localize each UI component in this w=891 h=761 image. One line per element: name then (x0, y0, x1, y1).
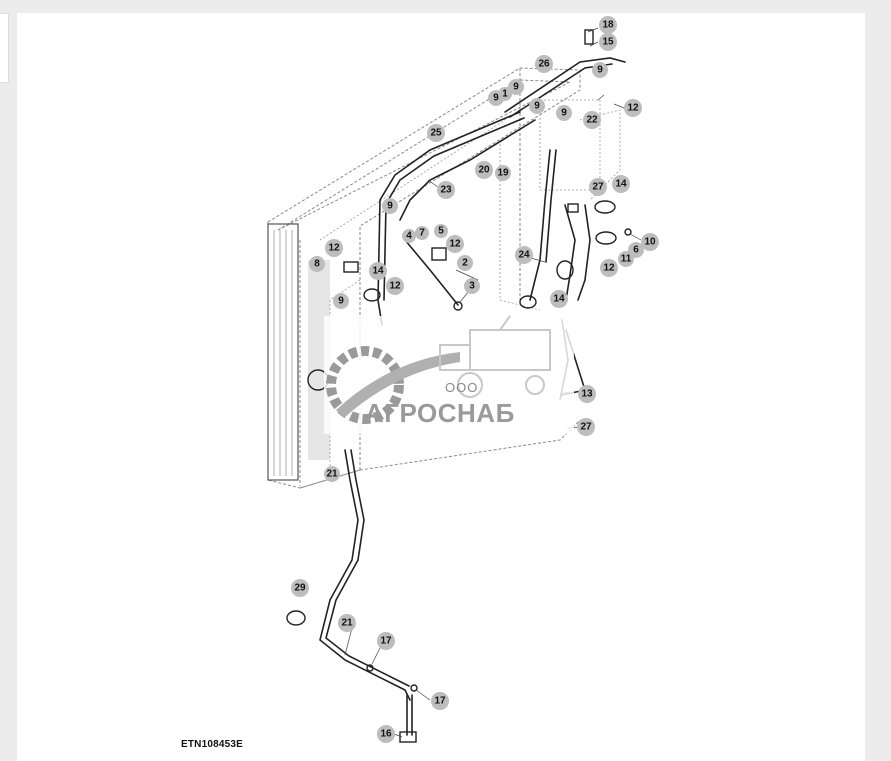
callout: 17 (431, 692, 449, 710)
callout: 9 (382, 198, 398, 214)
callout: 5 (434, 224, 448, 238)
callout: 16 (377, 725, 395, 743)
svg-text:9: 9 (338, 296, 344, 307)
svg-text:15: 15 (602, 37, 614, 48)
svg-text:21: 21 (326, 469, 338, 480)
svg-text:19: 19 (497, 168, 509, 179)
svg-text:9: 9 (387, 201, 393, 212)
svg-text:14: 14 (372, 266, 384, 277)
callout: 3 (464, 278, 480, 294)
callout: 22 (583, 111, 601, 129)
callout: 17 (377, 632, 395, 650)
callout: 12 (600, 259, 618, 277)
callout: 1 (498, 87, 512, 101)
svg-text:4: 4 (406, 231, 412, 242)
callout: 29 (291, 579, 309, 597)
svg-text:9: 9 (561, 108, 567, 119)
callout: 11 (618, 251, 634, 267)
svg-text:7: 7 (419, 228, 425, 239)
svg-text:12: 12 (603, 263, 615, 274)
svg-text:1: 1 (502, 89, 508, 100)
svg-text:20: 20 (478, 165, 490, 176)
callout: 9 (592, 62, 608, 78)
callout: 27 (589, 178, 607, 196)
svg-text:12: 12 (449, 239, 461, 250)
callout: 4 (402, 229, 416, 243)
callout: 21 (324, 466, 340, 482)
callout: 12 (325, 239, 343, 257)
svg-text:12: 12 (627, 103, 639, 114)
callout: 20 (475, 161, 493, 179)
callout: 12 (386, 277, 404, 295)
callout: 10 (641, 233, 659, 251)
callout: 26 (535, 55, 553, 73)
watermark-name: АГРОСНАБ (365, 398, 515, 428)
svg-text:10: 10 (644, 237, 656, 248)
callout: 14 (612, 175, 630, 193)
callout: 12 (446, 235, 464, 253)
callout: 14 (550, 290, 568, 308)
svg-text:8: 8 (314, 259, 320, 270)
watermark-prefix: ООО (445, 380, 479, 395)
svg-text:14: 14 (553, 294, 565, 305)
callout: 13 (578, 385, 596, 403)
svg-text:24: 24 (518, 250, 530, 261)
svg-text:27: 27 (580, 422, 592, 433)
callout: 9 (508, 79, 524, 95)
svg-text:12: 12 (389, 281, 401, 292)
svg-text:9: 9 (534, 101, 540, 112)
callout: 24 (515, 246, 533, 264)
callout: 9 (529, 98, 545, 114)
svg-text:5: 5 (438, 226, 444, 237)
svg-text:9: 9 (493, 93, 499, 104)
svg-text:25: 25 (430, 128, 442, 139)
svg-text:11: 11 (621, 254, 632, 265)
svg-text:27: 27 (592, 182, 604, 193)
svg-text:22: 22 (586, 115, 598, 126)
svg-text:13: 13 (581, 389, 593, 400)
callout: 12 (624, 99, 642, 117)
side-tab (0, 13, 9, 83)
svg-text:16: 16 (380, 729, 392, 740)
svg-text:17: 17 (380, 636, 392, 647)
svg-text:21: 21 (341, 618, 353, 629)
svg-text:3: 3 (469, 281, 475, 292)
callout: 9 (556, 105, 572, 121)
callout: 9 (333, 293, 349, 309)
callout: 23 (437, 181, 455, 199)
callout: 2 (457, 255, 473, 271)
figure-label: ETN108453E (181, 739, 244, 750)
svg-text:23: 23 (440, 185, 452, 196)
clamps (286, 29, 632, 743)
svg-text:29: 29 (294, 583, 306, 594)
callout: 14 (369, 262, 387, 280)
callout: 18 (599, 16, 617, 34)
svg-text:12: 12 (328, 243, 340, 254)
svg-text:17: 17 (434, 696, 446, 707)
callout: 27 (577, 418, 595, 436)
callout: 7 (415, 226, 429, 240)
callout: 15 (599, 33, 617, 51)
svg-text:26: 26 (538, 59, 550, 70)
callout: 21 (338, 614, 356, 632)
svg-text:14: 14 (615, 179, 627, 190)
svg-text:18: 18 (602, 20, 614, 31)
svg-text:2: 2 (462, 258, 468, 269)
callout: 8 (309, 256, 325, 272)
callout-group: 18 15 26 9 1 9 9 9 9 12 22 25 20 19 23 2… (291, 16, 659, 743)
callout: 19 (495, 165, 511, 181)
svg-text:9: 9 (513, 82, 519, 93)
svg-text:6: 6 (633, 245, 639, 256)
callout: 25 (427, 124, 445, 142)
svg-text:9: 9 (597, 65, 603, 76)
